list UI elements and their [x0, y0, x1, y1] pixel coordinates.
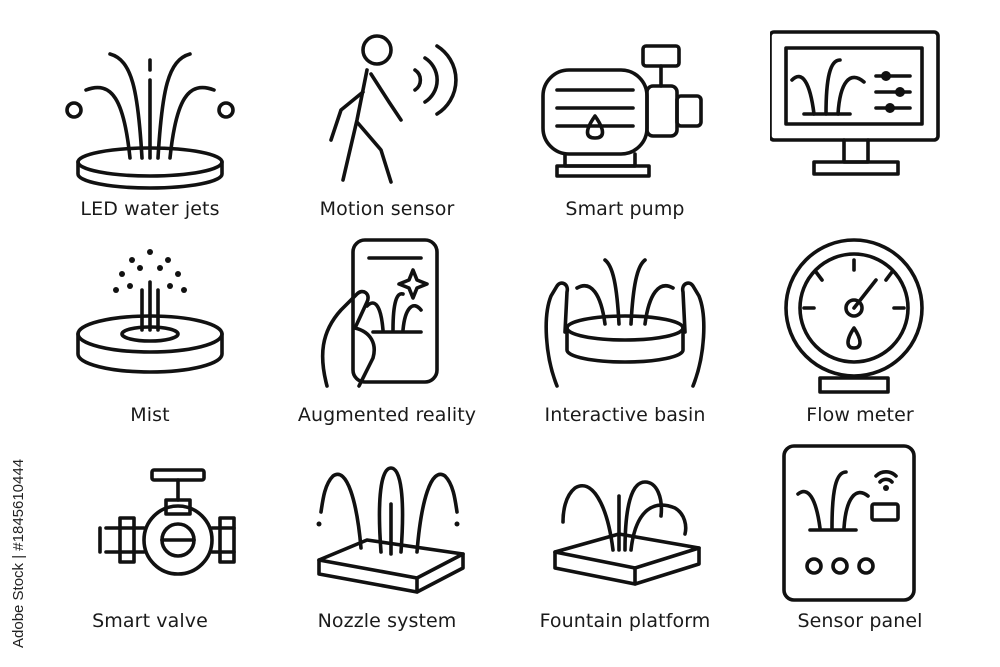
smart-valve-icon	[60, 442, 240, 612]
fountain-monitor-icon	[770, 30, 950, 200]
icon-label: Sensor panel	[797, 610, 923, 632]
icon-cell-mist: Mist	[30, 236, 270, 441]
icon-label: Nozzle system	[317, 610, 457, 632]
icon-label: Motion sensor	[319, 198, 455, 220]
interactive-basin-icon	[535, 236, 715, 406]
icon-cell-smart-valve: Smart valve	[30, 442, 270, 647]
flow-meter-icon	[770, 236, 950, 406]
augmented-reality-icon	[297, 236, 477, 406]
icon-label: Augmented reality	[297, 404, 477, 426]
icon-label: Flow meter	[806, 404, 914, 426]
icon-cell-sensor-panel: Sensor panel	[740, 442, 980, 647]
smart-pump-icon	[535, 30, 715, 200]
icon-cell-flow-meter: Flow meter	[740, 236, 980, 441]
mist-icon	[60, 236, 240, 406]
nozzle-system-icon	[297, 442, 477, 612]
fountain-platform-icon	[535, 442, 715, 612]
icon-cell-fountain-platform: Fountain platform	[505, 442, 745, 647]
icon-cell-motion-sensor: Motion sensor	[267, 30, 507, 235]
icon-cell-interactive-basin: Interactive basin	[505, 236, 745, 441]
icon-cell-smart-pump: Smart pump	[505, 30, 745, 235]
motion-sensor-icon	[297, 30, 477, 200]
icon-cell-led-water-jets: LED water jets	[30, 30, 270, 235]
icon-label: LED water jets	[80, 198, 220, 220]
icon-label: Smart pump	[565, 198, 685, 220]
sensor-panel-icon	[770, 442, 950, 612]
icon-label: Mist	[130, 404, 170, 426]
stock-watermark: Adobe Stock | #1845610444	[10, 458, 27, 648]
icon-label: Smart valve	[92, 610, 208, 632]
icon-cell-fountain-monitor	[740, 30, 980, 235]
icon-label: Fountain platform	[539, 610, 711, 632]
led-water-jets-icon	[60, 30, 240, 200]
icon-cell-nozzle-system: Nozzle system	[267, 442, 507, 647]
icon-label: Interactive basin	[544, 404, 706, 426]
icon-cell-augmented-reality: Augmented reality	[267, 236, 507, 441]
